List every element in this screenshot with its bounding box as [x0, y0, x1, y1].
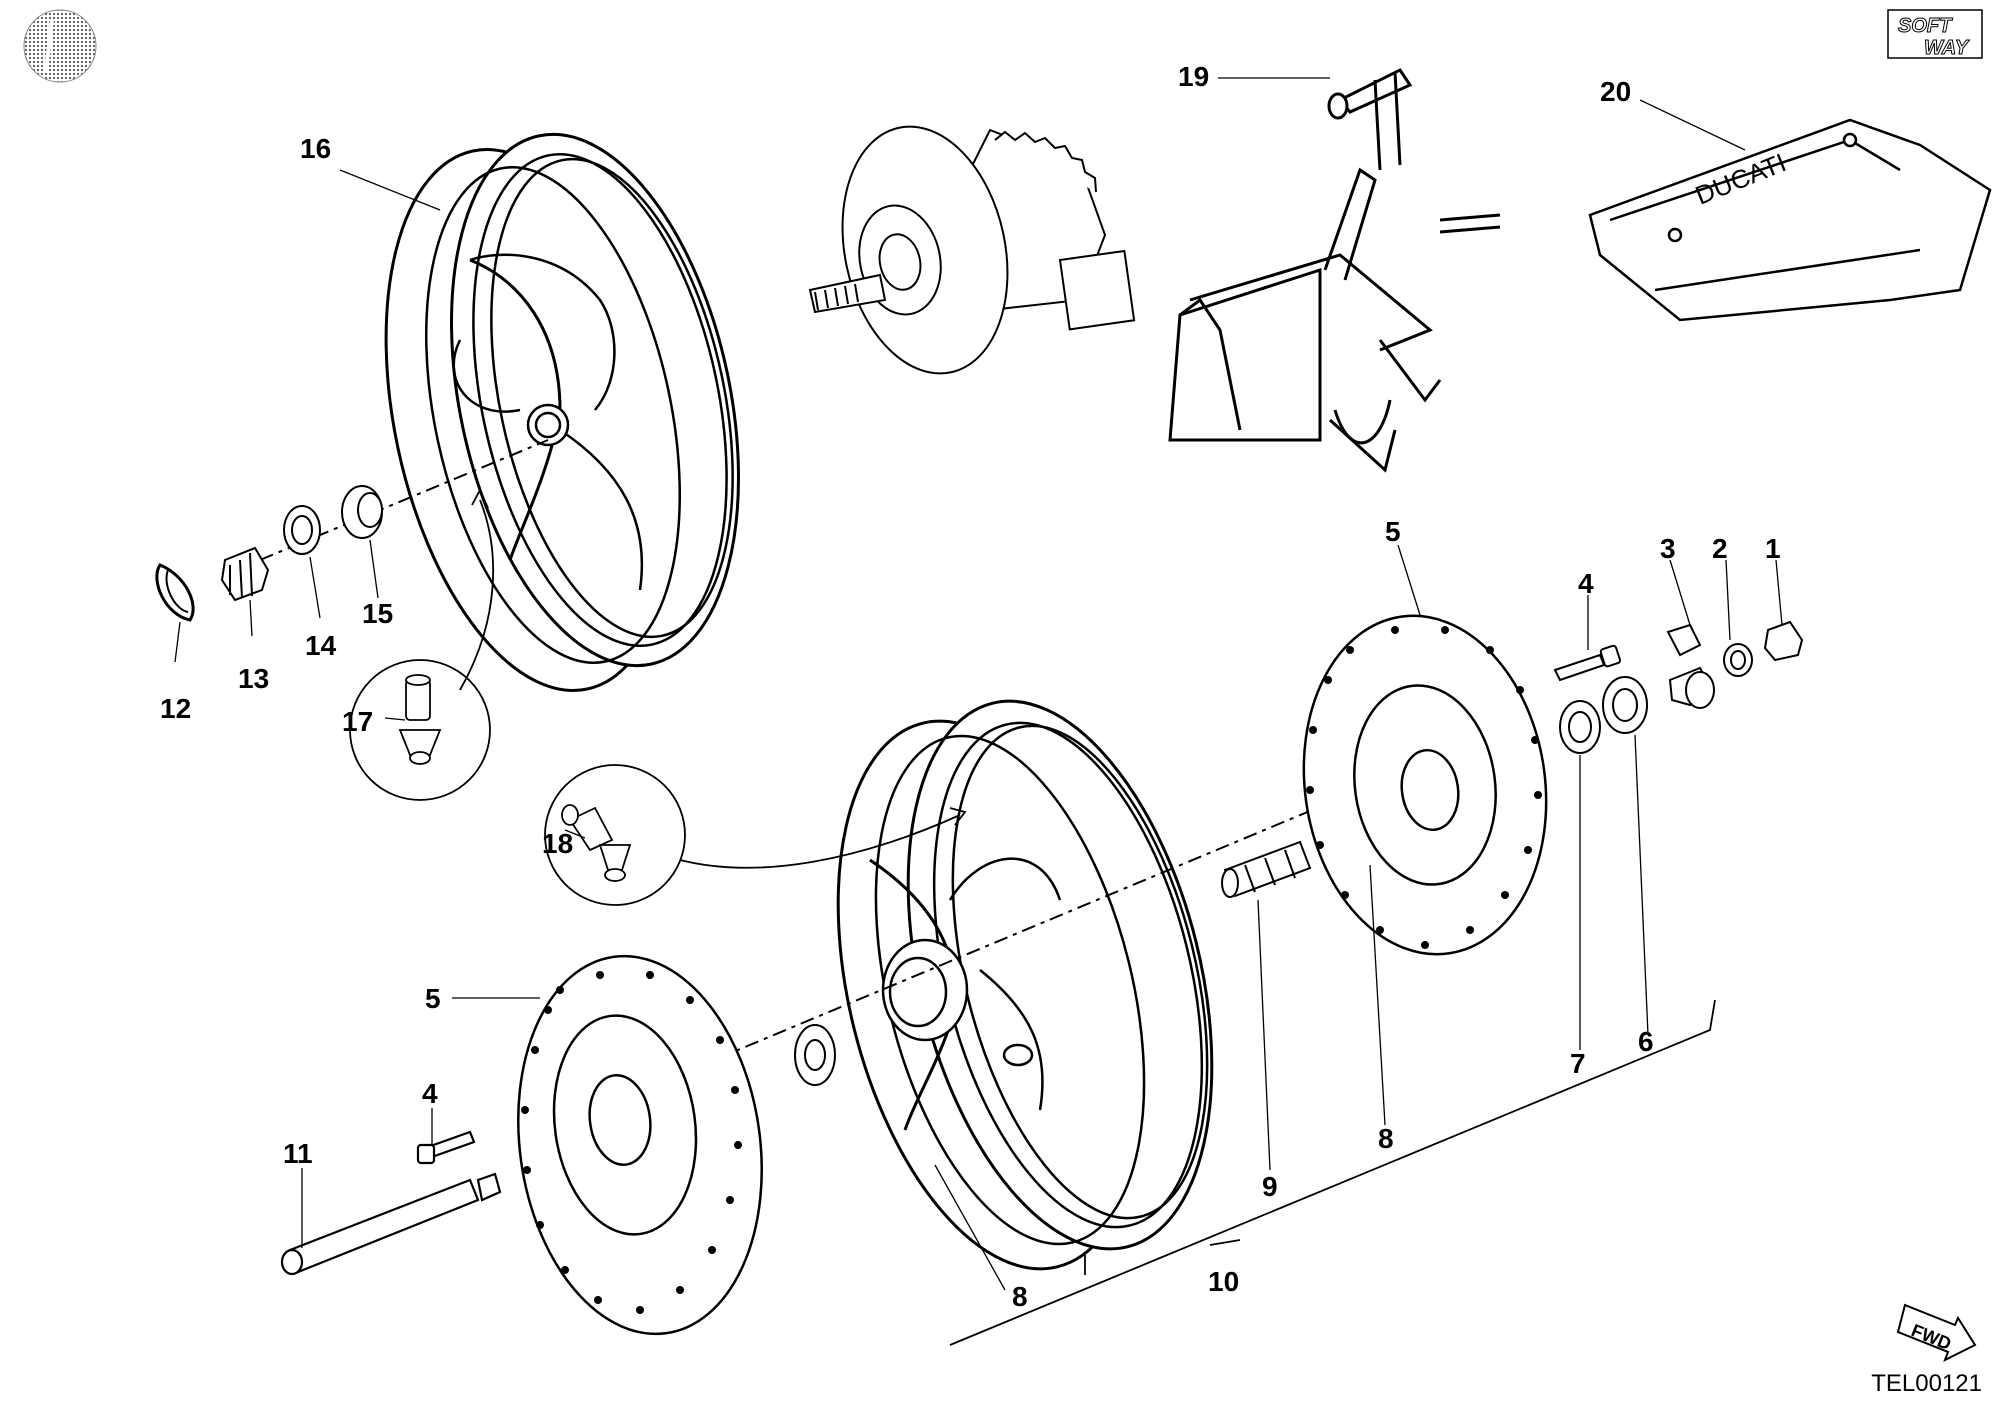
callout-14: 14 [305, 630, 337, 661]
callout-20: 20 [1600, 76, 1632, 107]
callout-19: 19 [1178, 61, 1210, 92]
callout-5-left: 5 [425, 983, 441, 1014]
callout-9: 9 [1262, 1171, 1278, 1202]
disc-holes [521, 971, 742, 1314]
fwd-arrow-icon: FWD [1896, 1303, 1977, 1363]
valve-inset-17 [349, 487, 495, 801]
front-axle-centerline [689, 764, 1421, 1071]
callout-6: 6 [1638, 1026, 1654, 1057]
assembly-bracket-10 [949, 999, 1716, 1346]
callout-8-left: 8 [1012, 1281, 1028, 1312]
callout-15: 15 [362, 598, 394, 629]
callout-4-left: 4 [422, 1078, 438, 1109]
leader-lines [174, 77, 1783, 1291]
front-wheel [836, 699, 1214, 1271]
callout-12: 12 [160, 693, 192, 724]
callout-2: 2 [1712, 533, 1728, 564]
callout-1: 1 [1765, 533, 1781, 564]
spacer-9 [1221, 840, 1312, 898]
callout-16: 16 [300, 133, 332, 164]
drawing-code: TEL00121 [1871, 1370, 1982, 1397]
right-hardware [1553, 620, 1804, 754]
svg-text:WAY: WAY [1924, 37, 1970, 59]
callout-13: 13 [238, 663, 270, 694]
brake-disc-left [517, 954, 763, 1336]
callout-7: 7 [1570, 1048, 1586, 1079]
rear-sprocket-hub [808, 125, 1136, 375]
paddock-stand-19 [1168, 68, 1501, 473]
callout-11: 11 [283, 1138, 313, 1169]
valve-inset-18 [544, 764, 967, 906]
svg-text:SOFT: SOFT [1898, 15, 1953, 37]
callout-17: 17 [342, 706, 374, 737]
callout-8-right: 8 [1378, 1123, 1394, 1154]
corner-badge-icon [23, 9, 97, 83]
callout-10: 10 [1208, 1266, 1240, 1297]
callout-3: 3 [1660, 533, 1676, 564]
brake-disc-right [1302, 614, 1548, 956]
callout-4-right: 4 [1578, 568, 1594, 599]
callout-5-right: 5 [1385, 516, 1401, 547]
softway-logo: SOFT WAY [1887, 9, 1983, 60]
tool-bag-20: DUCATI [1588, 118, 1992, 322]
callout-18: 18 [542, 828, 574, 859]
rear-wheel [384, 132, 740, 692]
disc-holes-right [1306, 626, 1542, 949]
front-axle-11 [280, 1130, 502, 1276]
rear-axle-parts [155, 439, 549, 622]
